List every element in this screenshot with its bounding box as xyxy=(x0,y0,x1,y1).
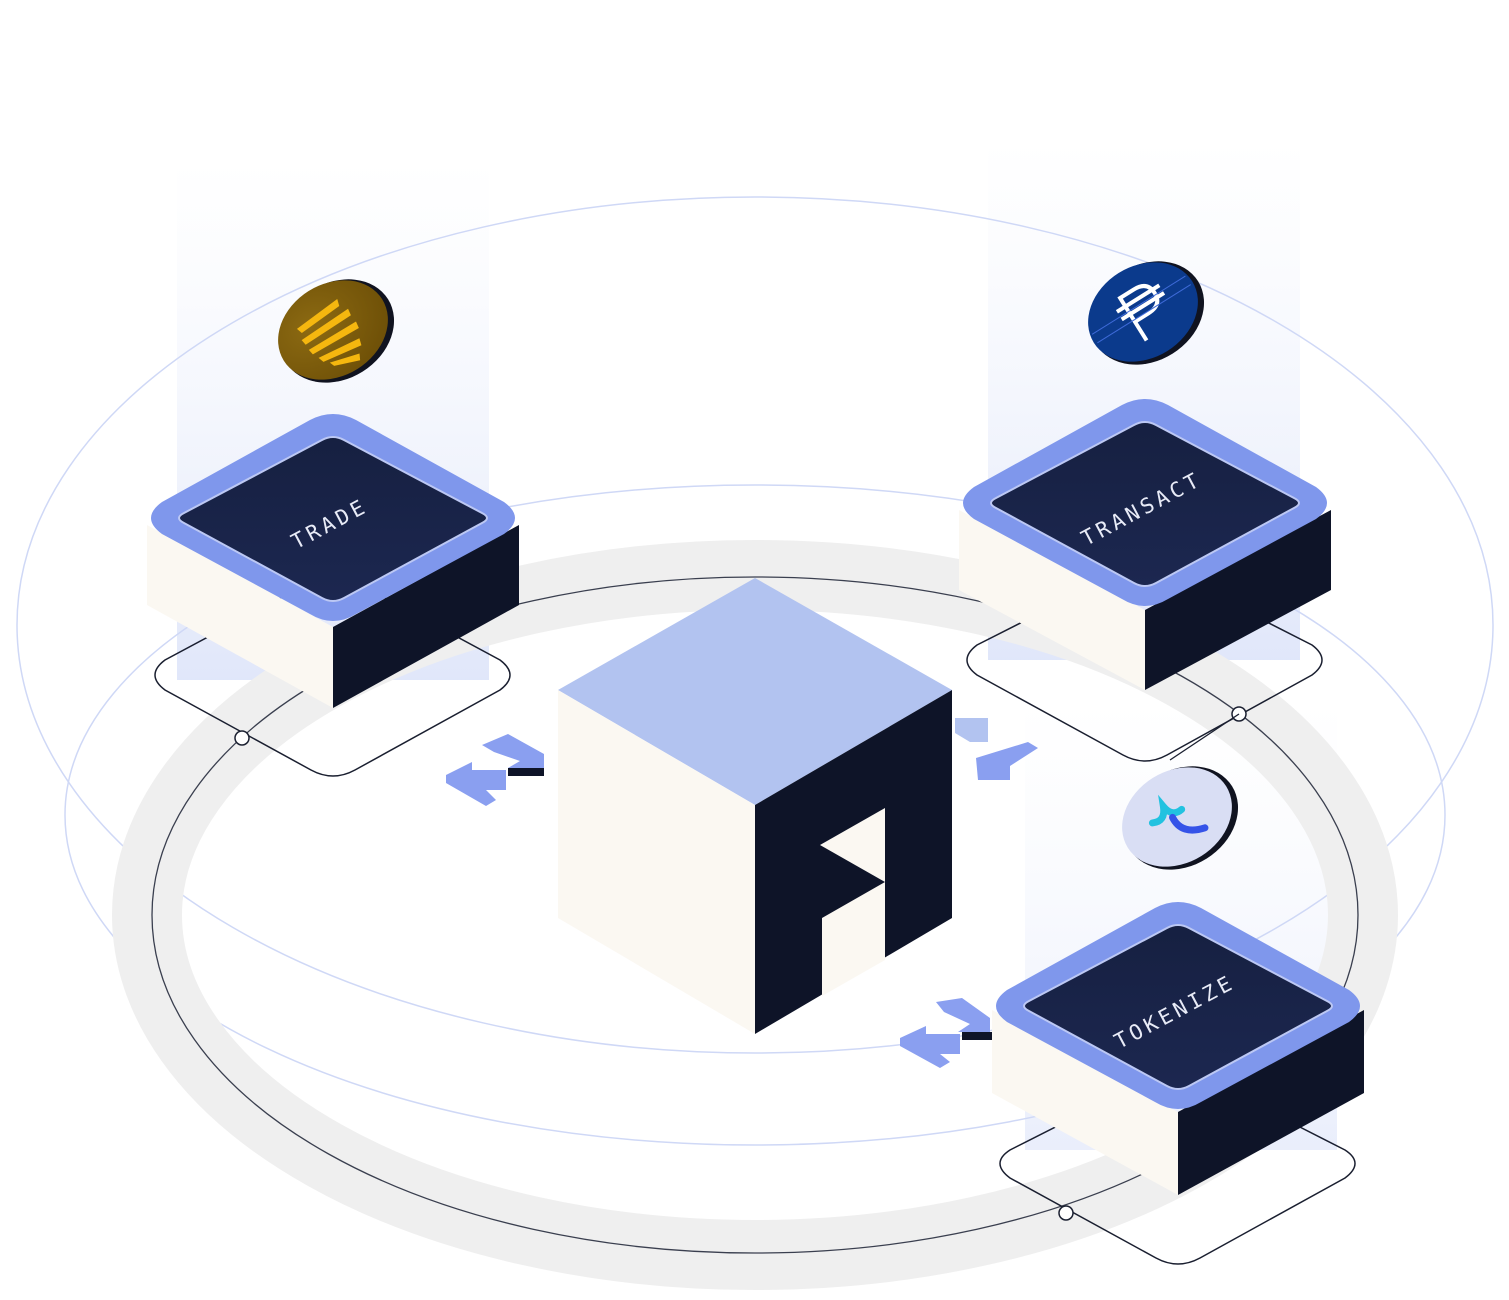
peso-symbol-icon xyxy=(1115,283,1166,342)
connector-node-bottom xyxy=(1058,1205,1074,1221)
link-coin xyxy=(1122,766,1239,870)
central-cube xyxy=(558,578,952,1034)
gray-floor-ring xyxy=(112,540,1398,1290)
sun-coin xyxy=(278,279,395,383)
exchange-arrows-right xyxy=(955,718,1038,780)
transact-floor-plate xyxy=(966,559,1323,762)
hook-logo-icon xyxy=(1148,794,1209,834)
trade-floor-plate xyxy=(154,569,511,777)
inner-orbit-ring xyxy=(64,484,1446,1146)
transact-module[interactable]: TRANSACT xyxy=(959,399,1331,690)
sun-rays-icon xyxy=(296,299,362,366)
exchange-arrows-bottom xyxy=(900,998,992,1068)
outer-orbit-ring xyxy=(16,196,1494,1054)
trade-module[interactable]: TRADE xyxy=(147,414,519,708)
connector-line xyxy=(1169,713,1240,761)
a-logo-icon xyxy=(820,808,885,996)
exchange-arrows-left xyxy=(446,734,544,806)
connection-orbit xyxy=(151,576,1359,1254)
peso-coin xyxy=(1088,261,1205,365)
tokenize-floor-plate xyxy=(999,1064,1356,1265)
tokenize-module[interactable]: TOKENIZE xyxy=(992,902,1364,1195)
connector-node-left xyxy=(234,730,250,746)
